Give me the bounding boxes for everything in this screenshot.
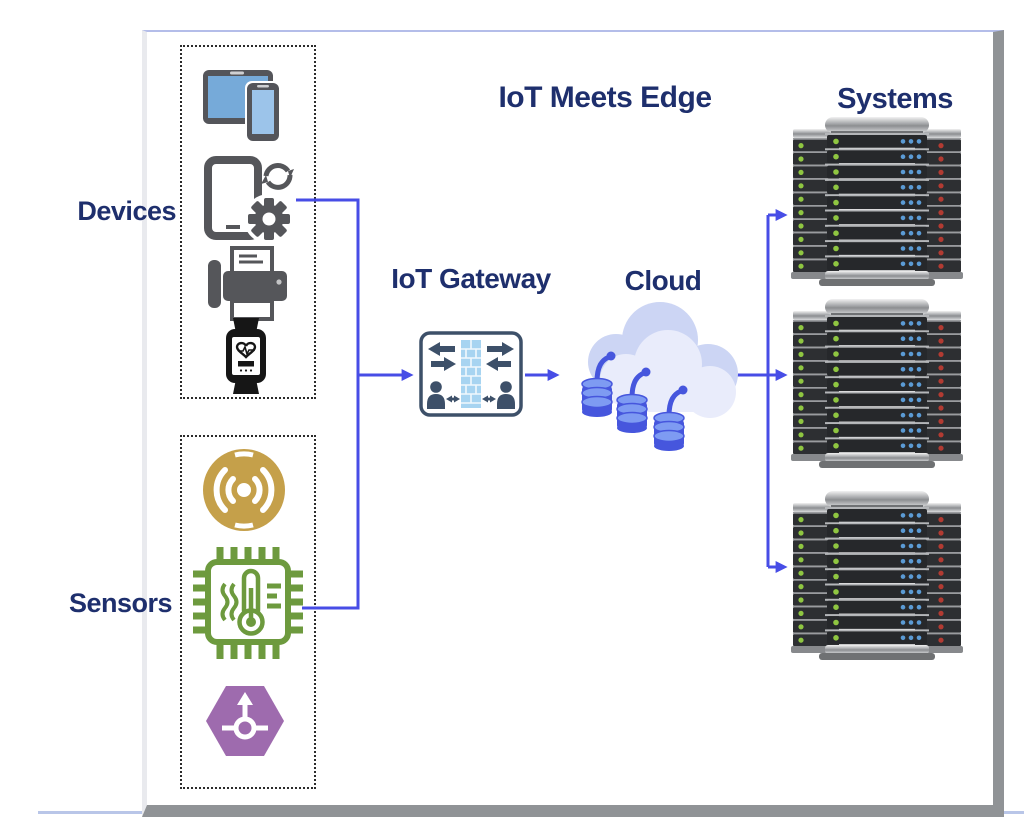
hexagon-iot-sensor-icon: [205, 682, 285, 760]
chip-thermometer-sensor-icon: [192, 546, 304, 660]
sensors-group-box: [180, 435, 316, 789]
server-rack: [791, 113, 963, 289]
cloud-label: Cloud: [624, 265, 702, 296]
sensors-label: Sensors: [68, 588, 173, 618]
printer-icon: [206, 246, 294, 324]
server-rack: [791, 295, 963, 471]
cloud-icon: [564, 294, 744, 469]
phone-sync-gear-icon: [202, 156, 298, 250]
sync-arrows-icon: [261, 163, 294, 190]
iot-gateway-icon: [419, 331, 523, 417]
firewall-icon: [461, 340, 481, 408]
tablet-phone-icon: [202, 64, 290, 146]
server-rack: [791, 487, 963, 663]
gateway-label: IoT Gateway: [391, 263, 551, 294]
wireless-signal-sensor-icon: [202, 448, 286, 532]
devices-group-box: [180, 45, 316, 399]
page-title: IoT Meets Edge: [498, 81, 712, 114]
devices-label: Devices: [77, 196, 176, 226]
database-stacks: [581, 351, 688, 451]
trunk-devices-sensors: [296, 198, 360, 610]
systems-label: Systems: [837, 83, 953, 115]
smartwatch-icon: [219, 318, 273, 394]
gear-icon: [248, 198, 290, 240]
